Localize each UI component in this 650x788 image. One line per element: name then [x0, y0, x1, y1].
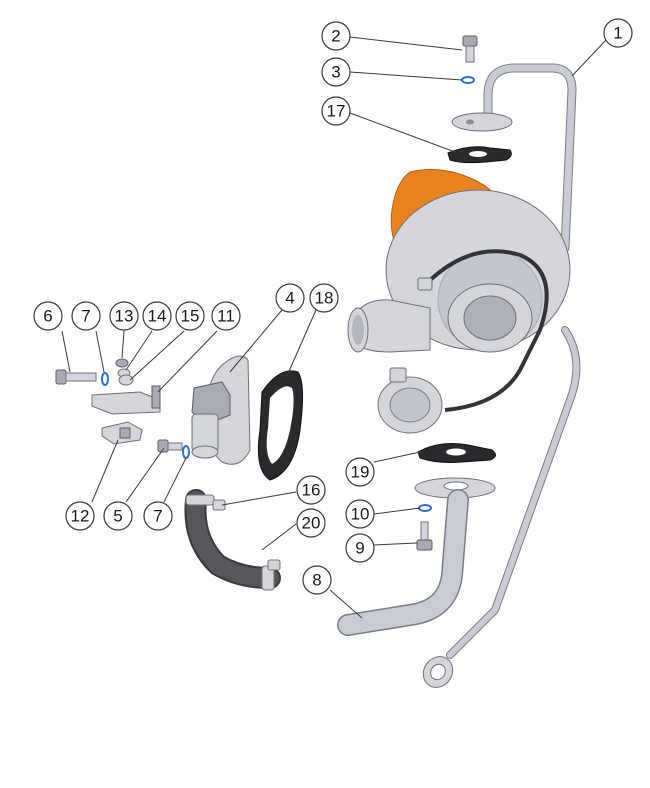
- callout-4: 4: [275, 283, 305, 313]
- washer-3: [461, 76, 475, 84]
- callout-15-label: 15: [181, 307, 200, 326]
- callout-8-label: 8: [312, 571, 321, 590]
- callout-1-label: 1: [613, 24, 622, 43]
- callout-3: 3: [321, 57, 351, 87]
- oil-return-line: [422, 326, 581, 688]
- callout-10-label: 10: [351, 505, 370, 524]
- washer-10: [418, 504, 432, 512]
- callout-12-label: 12: [71, 507, 90, 526]
- gasket-19: [257, 370, 304, 481]
- callout-3-label: 3: [331, 63, 340, 82]
- bolt-2: [462, 35, 478, 63]
- callout-13-label: 13: [115, 307, 134, 326]
- callout-16-label: 16: [302, 481, 321, 500]
- callout-15: 15: [175, 301, 205, 331]
- callout-17-label: 17: [327, 102, 346, 121]
- callout-18-label: 19: [351, 463, 370, 482]
- oil-feed-flange: [451, 112, 513, 132]
- callout-13: 13: [109, 301, 139, 331]
- callout-9-label: 9: [355, 539, 364, 558]
- hose-clamp-16-upper: [185, 494, 215, 506]
- callout-7-lower: 7: [143, 501, 173, 531]
- bolt-6: [55, 369, 97, 385]
- gasket-17: [447, 146, 512, 164]
- drain-pipe-8: [337, 477, 496, 636]
- bracket-12: [101, 421, 143, 445]
- nut-13-14-15: [115, 358, 134, 386]
- callout-17: 17: [321, 96, 351, 126]
- callout-4-label: 4: [285, 289, 294, 308]
- callout-1: 1: [603, 18, 633, 48]
- callout-5-label: 5: [113, 507, 122, 526]
- callout-20-label: 20: [302, 514, 321, 533]
- turbocharger-body: [347, 169, 571, 434]
- callout-11-label: 11: [217, 307, 235, 326]
- callout-16: 16: [296, 475, 326, 505]
- callout-18: 19: [345, 457, 375, 487]
- callout-10: 10: [345, 499, 375, 529]
- gasket-18: [417, 443, 496, 463]
- callout-7-lower-label: 7: [153, 507, 162, 526]
- callout-2: 2: [321, 21, 351, 51]
- callout-19: 18: [309, 283, 339, 313]
- callout-14-label: 14: [148, 307, 167, 326]
- callout-5: 5: [103, 501, 133, 531]
- callout-20: 20: [296, 508, 326, 538]
- washer-7-upper: [101, 372, 109, 386]
- washer-7-lower: [182, 445, 190, 459]
- callout-11: 11: [211, 301, 241, 331]
- bolt-9: [416, 521, 433, 551]
- hose-20: [184, 489, 281, 591]
- actuator-flange-4: [191, 355, 251, 465]
- bolt-5: [157, 439, 183, 453]
- callout-7-upper: 7: [71, 301, 101, 331]
- bracket-11: [91, 385, 161, 415]
- callout-12: 12: [65, 501, 95, 531]
- callout-8: 8: [302, 565, 332, 595]
- callout-6-label: 6: [43, 307, 52, 326]
- leader-lines: [61, 36, 607, 619]
- oil-feed-pipe: [451, 63, 577, 253]
- callout-14: 14: [142, 301, 172, 331]
- callout-6: 6: [33, 301, 63, 331]
- callout-2-label: 2: [331, 27, 340, 46]
- callout-19-label: 18: [315, 289, 334, 308]
- callout-9: 9: [345, 533, 375, 563]
- callout-7-upper-label: 7: [81, 307, 90, 326]
